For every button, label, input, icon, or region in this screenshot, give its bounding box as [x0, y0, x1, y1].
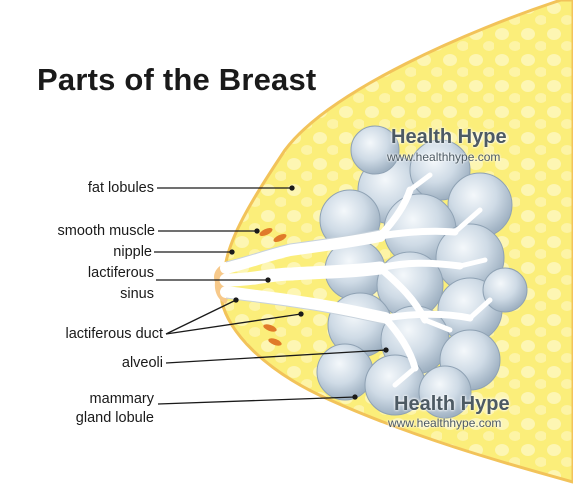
watermark-brand-top: Health Hype: [391, 126, 507, 149]
watermark-url-bottom: www.healthhype.com: [388, 416, 501, 430]
label-lactiferous-sinus-2: sinus: [40, 286, 154, 303]
label-alveoli: alveoli: [90, 355, 163, 372]
label-lactiferous-duct: lactiferous duct: [10, 326, 163, 343]
label-lactiferous-sinus-1: lactiferous: [40, 265, 154, 282]
watermark-url-top: www.healthhype.com: [387, 150, 500, 164]
diagram-title: Parts of the Breast: [37, 62, 316, 98]
label-fat-lobules: fat lobules: [58, 180, 154, 197]
label-nipple: nipple: [90, 244, 152, 261]
label-mammary-gland-lobule-2: gland lobule: [30, 410, 154, 427]
label-mammary-gland-lobule-1: mammary: [40, 391, 154, 408]
watermark-brand-bottom: Health Hype: [394, 393, 510, 416]
label-smooth-muscle: smooth muscle: [12, 223, 155, 240]
